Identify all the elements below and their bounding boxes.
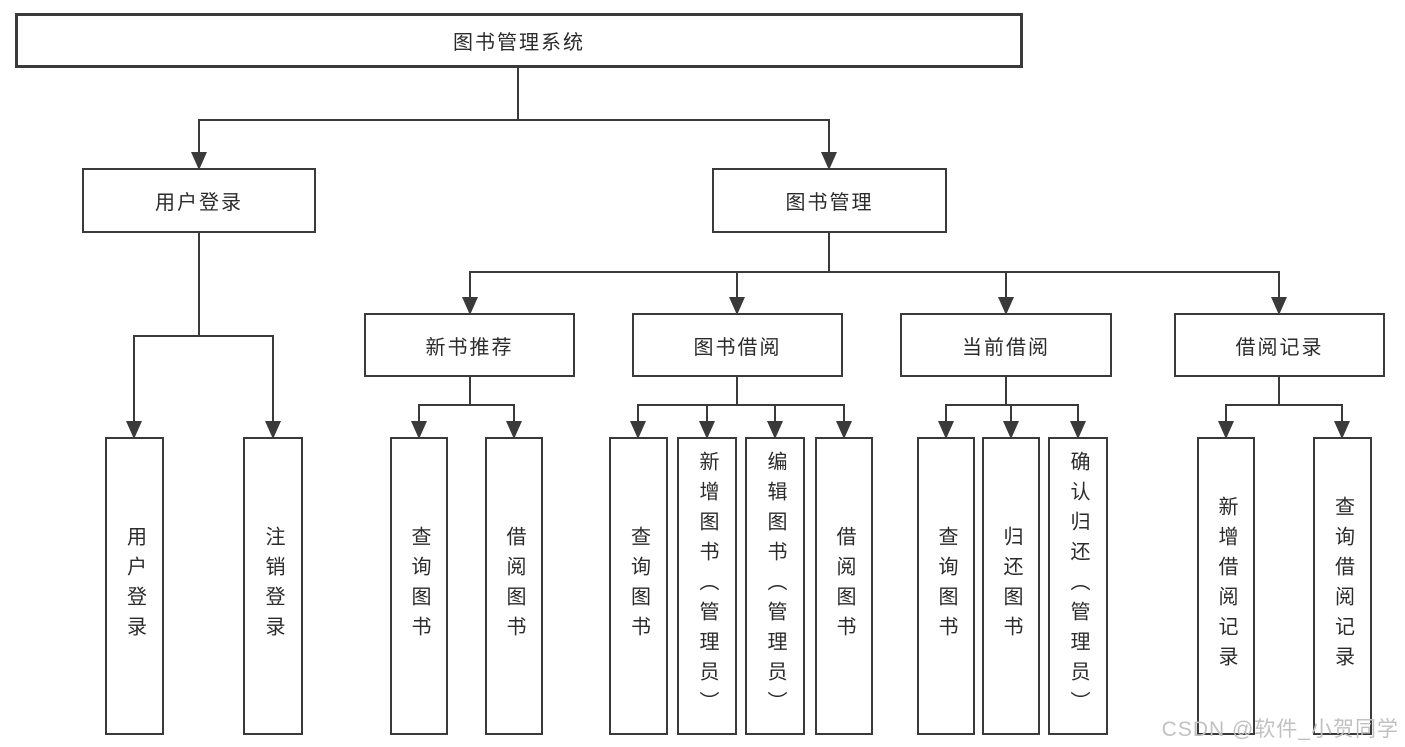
leaf-borrowing-add-books-admin: 新增图书（管理员） [677, 437, 737, 735]
connector-new-book-recommend [418, 377, 515, 428]
connector-root [198, 68, 830, 160]
node-borrowing-records: 借阅记录 [1174, 313, 1385, 377]
leaf-current-return-books: 归还图书 [982, 437, 1040, 735]
leaf-current-confirm-return-admin: 确认归还（管理员） [1048, 437, 1108, 735]
connector-current-borrowing [945, 377, 1079, 428]
leaf-user-login: 用户登录 [105, 437, 164, 735]
watermark-csdn: CSDN @软件_小贺同学 [1161, 718, 1399, 741]
leaf-records-add-record: 新增借阅记录 [1197, 437, 1255, 735]
leaf-borrowing-query-books: 查询图书 [609, 437, 668, 735]
node-book-borrowing: 图书借阅 [632, 313, 843, 377]
leaf-borrowing-edit-books-admin: 编辑图书（管理员） [745, 437, 805, 735]
leaf-recommend-borrow-books: 借阅图书 [485, 437, 543, 735]
node-library-system: 图书管理系统 [15, 13, 1023, 68]
connector-user-login [133, 233, 274, 428]
leaf-current-query-books: 查询图书 [917, 437, 975, 735]
node-book-management: 图书管理 [712, 168, 947, 233]
connector-book-management [469, 233, 1280, 305]
leaf-borrowing-borrow-books: 借阅图书 [815, 437, 873, 735]
leaf-logout: 注销登录 [243, 437, 303, 735]
leaf-records-query-record: 查询借阅记录 [1313, 437, 1372, 735]
node-user-login: 用户登录 [82, 168, 316, 233]
connector-borrowing-records [1225, 377, 1343, 428]
node-new-book-recommend: 新书推荐 [364, 313, 575, 377]
leaf-recommend-query-books: 查询图书 [390, 437, 448, 735]
node-current-borrowing: 当前借阅 [900, 313, 1112, 377]
connector-book-borrowing [637, 377, 845, 428]
